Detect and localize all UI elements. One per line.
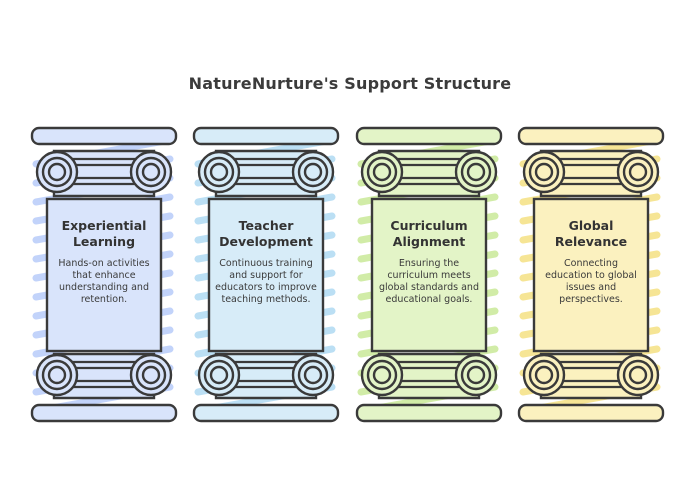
pillar-description-experiential-learning: Hands-on activities that enhance underst…	[58, 258, 150, 305]
pillar-text-3: Curriculum Alignment Ensuring the curric…	[377, 218, 481, 306]
bottom-slab-2	[192, 403, 340, 423]
volute-core-top-right-4	[628, 162, 648, 182]
volute-core-top-right-2	[303, 162, 323, 182]
top-slab-3	[355, 126, 503, 146]
top-slab-2	[192, 126, 340, 146]
top-slab-4	[517, 126, 665, 146]
pillar-title-curriculum-alignment: Curriculum Alignment	[390, 218, 468, 249]
top-slab-1	[30, 126, 178, 146]
pillar-description-curriculum-alignment: Ensuring the curriculum meets global sta…	[379, 258, 479, 305]
pillar-description-teacher-development: Continuous training and support for educ…	[215, 258, 317, 305]
pillar-title-teacher-development: Teacher Development	[219, 218, 313, 249]
volute-core-top-left-3	[372, 162, 392, 182]
pillar-2	[192, 126, 340, 423]
volute-core-bottom-left-3	[372, 365, 392, 385]
volute-core-bottom-right-4	[628, 365, 648, 385]
pillar-3	[355, 126, 503, 423]
pillar-title-global-relevance: Global Relevance	[554, 218, 628, 249]
volute-core-bottom-right-3	[466, 365, 486, 385]
volute-core-top-right-1	[141, 162, 161, 182]
pillar-text-4: Global Relevance Connecting education to…	[539, 218, 643, 306]
volute-core-bottom-left-4	[534, 365, 554, 385]
bottom-slab-4	[517, 403, 665, 423]
pillar-4	[517, 126, 665, 423]
pillar-description-global-relevance: Connecting education to global issues an…	[545, 258, 637, 305]
volute-core-top-left-1	[47, 162, 67, 182]
shaft-1	[45, 197, 163, 353]
volute-core-bottom-right-2	[303, 365, 323, 385]
pillar-text-2: Teacher Development Continuous training …	[214, 218, 318, 306]
shaft-3	[370, 197, 488, 353]
volute-core-bottom-right-1	[141, 365, 161, 385]
pillar-title-experiential-learning: Experiential Learning	[61, 218, 147, 249]
diagram-title: NatureNurture's Support Structure	[188, 74, 512, 93]
volute-core-bottom-left-1	[47, 365, 67, 385]
shaft-2	[207, 197, 325, 353]
volute-core-bottom-left-2	[209, 365, 229, 385]
volute-core-top-left-4	[534, 162, 554, 182]
bottom-slab-3	[355, 403, 503, 423]
pillar-1	[30, 126, 178, 423]
bottom-slab-1	[30, 403, 178, 423]
volute-core-top-left-2	[209, 162, 229, 182]
volute-core-top-right-3	[466, 162, 486, 182]
pillar-text-1: Experiential Learning Hands-on activitie…	[52, 218, 156, 306]
shaft-4	[532, 197, 650, 353]
